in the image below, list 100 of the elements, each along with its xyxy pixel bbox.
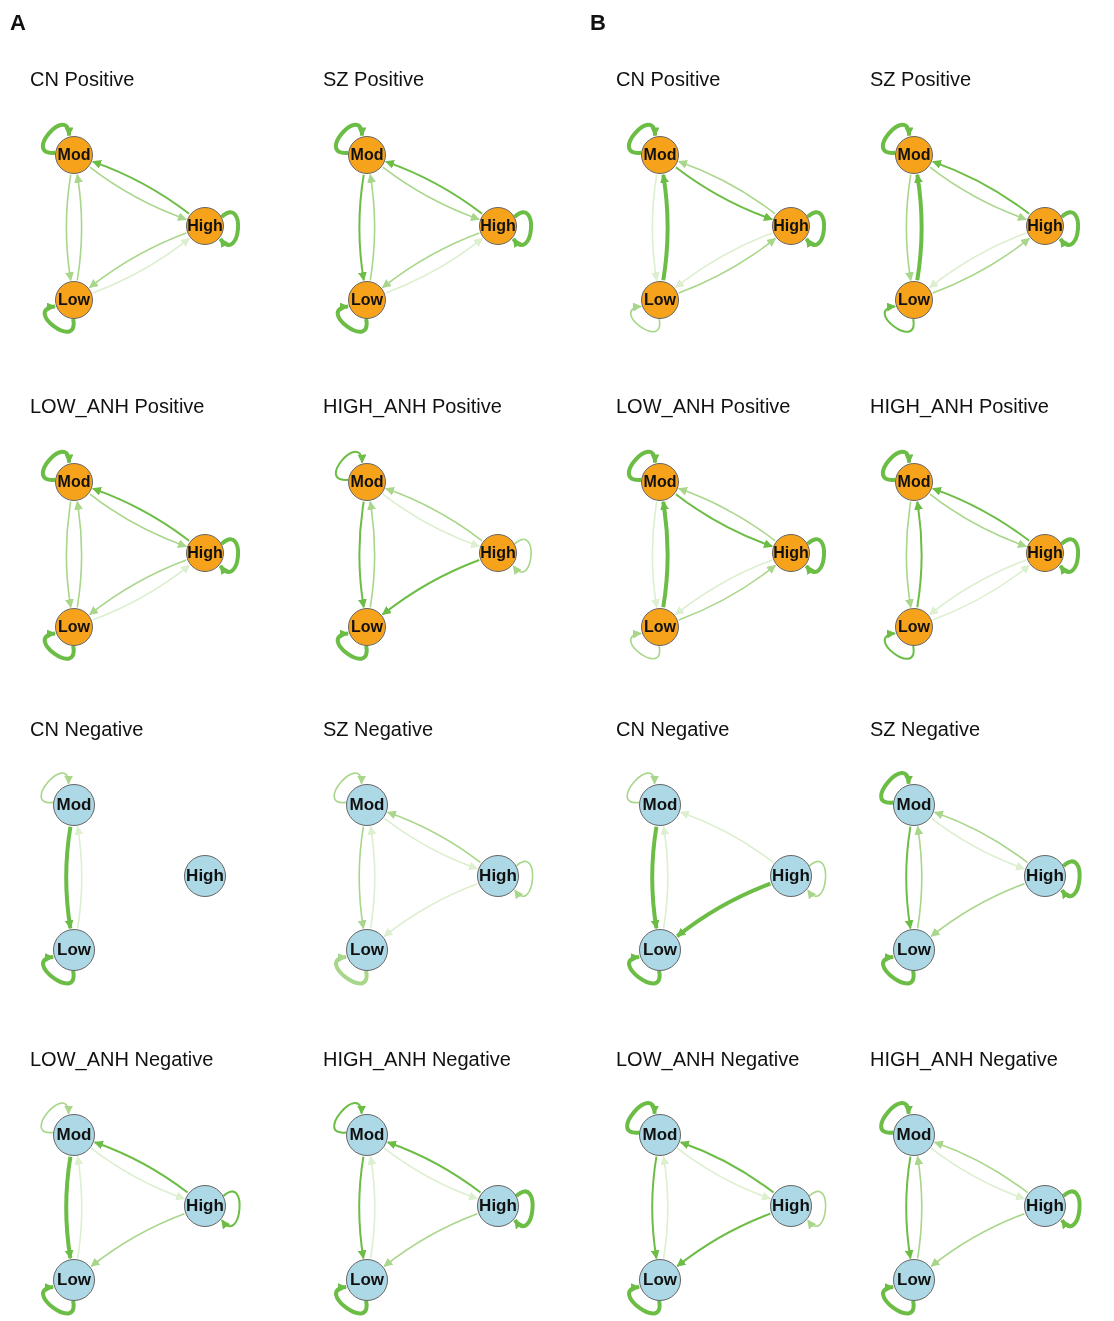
- arrow: [904, 1155, 914, 1260]
- arrow: [674, 166, 774, 221]
- arrow: [367, 173, 376, 282]
- panel-title: SZ Positive: [323, 68, 425, 91]
- state-circle: Low: [895, 608, 933, 646]
- state-circle: High: [479, 207, 517, 245]
- self-loop-arrow: [881, 449, 913, 482]
- arrow: [383, 1212, 479, 1268]
- arrow: [74, 1155, 84, 1260]
- arrow: [358, 500, 367, 609]
- state-circle: Mod: [348, 136, 386, 174]
- state-circle: Low: [55, 608, 93, 646]
- state-circle: High: [770, 855, 812, 897]
- arrow: [651, 173, 660, 282]
- arrow: [660, 825, 670, 930]
- self-loop-arrow: [218, 537, 240, 575]
- arrow: [383, 1147, 479, 1201]
- state-circle: Mod: [55, 463, 93, 501]
- self-loop-arrow: [626, 772, 658, 804]
- arrow: [64, 826, 74, 930]
- arrow: [91, 160, 191, 215]
- panel-title: CN Positive: [616, 68, 721, 91]
- state-circle: Mod: [895, 136, 933, 174]
- arrow: [933, 1140, 1029, 1194]
- state-circle: Mod: [53, 784, 95, 826]
- arrow: [90, 1212, 186, 1268]
- arrow: [914, 173, 924, 281]
- arrow: [931, 487, 1031, 542]
- arrow: [383, 882, 479, 938]
- state-circle: Low: [53, 929, 95, 971]
- panel-title: CN Negative: [616, 718, 730, 741]
- arrow: [385, 487, 483, 542]
- state-circle: Low: [893, 1259, 935, 1301]
- arrow: [930, 1147, 1026, 1201]
- state-circle: High: [186, 207, 224, 245]
- arrow: [382, 166, 480, 221]
- panel-title: CN Positive: [30, 68, 135, 91]
- panel-title: LOW_ANH Negative: [616, 1048, 800, 1071]
- arrow: [678, 487, 776, 542]
- self-loop-arrow: [804, 537, 826, 575]
- state-circle: High: [477, 1185, 519, 1227]
- state-circle: Low: [893, 929, 935, 971]
- state-circle: High: [477, 855, 519, 897]
- arrow: [64, 1156, 74, 1260]
- arrow: [382, 493, 480, 548]
- arrow: [676, 881, 772, 938]
- self-loop-arrow: [41, 1284, 76, 1316]
- arrow: [914, 1155, 924, 1260]
- state-circle: Low: [641, 281, 679, 319]
- state-circle: Mod: [348, 463, 386, 501]
- self-loop-arrow: [807, 860, 827, 900]
- arrow: [357, 825, 367, 930]
- arrow: [651, 500, 660, 609]
- self-loop-arrow: [334, 1284, 369, 1316]
- self-loop-arrow: [511, 210, 533, 248]
- state-circle: Low: [641, 608, 679, 646]
- arrow: [384, 160, 484, 215]
- state-circle: High: [772, 534, 810, 572]
- self-loop-arrow: [879, 771, 912, 805]
- self-loop-arrow: [630, 630, 661, 660]
- arrow: [89, 493, 187, 548]
- arrow: [679, 810, 775, 864]
- panel-title: SZ Negative: [323, 718, 434, 741]
- self-loop-arrow: [333, 772, 365, 804]
- arrow: [933, 810, 1029, 864]
- state-circle: Mod: [641, 136, 679, 174]
- state-circle: Mod: [639, 1114, 681, 1156]
- state-circle: High: [186, 534, 224, 572]
- state-circle: High: [479, 534, 517, 572]
- arrow: [367, 825, 377, 930]
- state-circle: Mod: [346, 1114, 388, 1156]
- self-loop-arrow: [881, 954, 916, 986]
- state-circle: Low: [53, 1259, 95, 1301]
- arrow: [90, 1147, 186, 1201]
- self-loop-arrow: [41, 449, 73, 482]
- self-loop-arrow: [807, 1190, 827, 1230]
- state-circle: Low: [895, 281, 933, 319]
- panel-title: HIGH_ANH Negative: [323, 1048, 511, 1071]
- arrow: [383, 817, 479, 871]
- arrow: [931, 160, 1031, 215]
- state-circle: High: [184, 1185, 226, 1227]
- self-loop-arrow: [883, 630, 915, 660]
- self-loop-arrow: [512, 538, 532, 575]
- state-circle: Mod: [893, 1114, 935, 1156]
- state-circle: Mod: [895, 463, 933, 501]
- arrow: [74, 825, 84, 930]
- panel-title: LOW_ANH Negative: [30, 1048, 214, 1071]
- state-circle: High: [1026, 534, 1064, 572]
- arrow: [676, 1147, 772, 1201]
- panel-title: LOW_ANH Positive: [30, 395, 205, 418]
- arrow: [930, 817, 1026, 871]
- self-loop-arrow: [40, 1102, 72, 1134]
- self-loop-arrow: [881, 1284, 916, 1316]
- arrow: [650, 1155, 660, 1260]
- self-loop-arrow: [40, 772, 72, 804]
- self-loop-arrow: [41, 954, 76, 986]
- arrow: [93, 1140, 189, 1194]
- arrow: [660, 1155, 670, 1260]
- arrow: [905, 173, 914, 282]
- self-loop-arrow: [1060, 1189, 1082, 1230]
